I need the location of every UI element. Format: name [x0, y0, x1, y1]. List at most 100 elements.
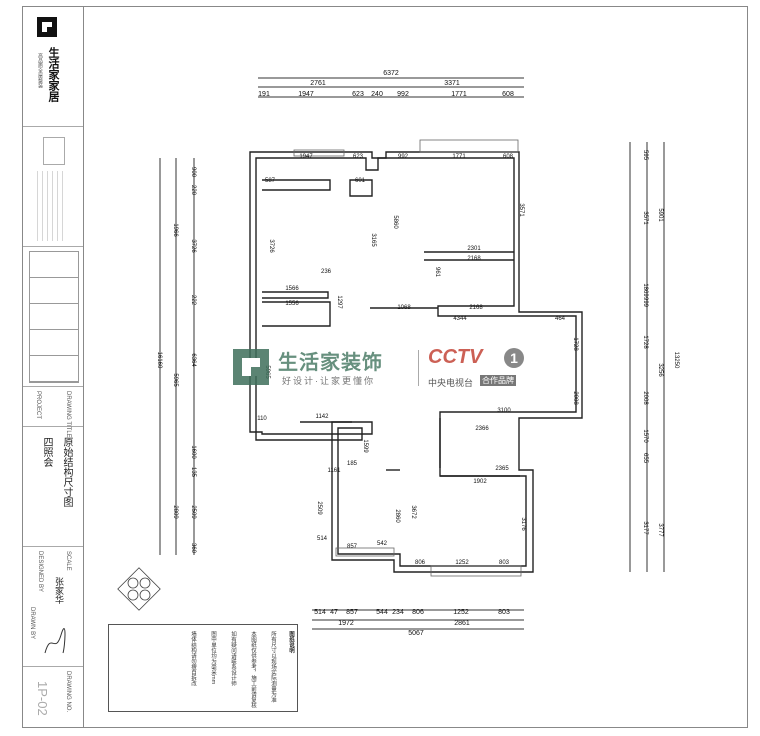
- interior-dim-label: 1599: [362, 439, 368, 453]
- dim-right-total: 13250: [673, 352, 679, 369]
- svg-text:360: 360: [190, 543, 196, 554]
- interior-dim-label: 806: [415, 560, 426, 566]
- interior-dim-label: 236: [321, 269, 332, 275]
- sheet-number: 1P-02: [35, 681, 50, 716]
- svg-text:999: 999: [642, 297, 648, 308]
- interior-dim-label: 3726: [268, 239, 274, 253]
- interior-dim-label: 2008: [572, 391, 578, 405]
- watermark: 生活家装饰 好设计·让家更懂你 CCTV 1 中央电视台 合作品牌: [232, 346, 532, 392]
- svg-text:220: 220: [190, 185, 196, 196]
- svg-text:608: 608: [502, 91, 514, 98]
- windows: [293, 139, 522, 577]
- dim-left-total: 16160: [156, 352, 162, 369]
- svg-text:1570: 1570: [642, 429, 648, 443]
- interior-dim-label: 857: [347, 544, 358, 550]
- interior-dim-label: 185: [347, 461, 358, 467]
- interior-dim-label: 992: [398, 154, 409, 160]
- svg-text:191: 191: [258, 91, 270, 98]
- svg-text:3177: 3177: [642, 521, 648, 535]
- compass-icon: [117, 567, 161, 611]
- svg-text:222: 222: [190, 295, 196, 306]
- svg-text:1728: 1728: [642, 335, 648, 349]
- interior-dim-label: 1068: [397, 305, 411, 311]
- watermark-brand: 生活家装饰: [278, 352, 383, 374]
- svg-text:2509: 2509: [190, 505, 196, 519]
- drawing-title-cell: DRAWING TITLE PROJECT: [23, 387, 84, 438]
- svg-text:3777: 3777: [657, 523, 663, 537]
- interior-dim-label: 1297: [336, 295, 342, 309]
- svg-text:240: 240: [371, 91, 383, 98]
- interior-dim-label: 1947: [299, 154, 313, 160]
- brand-cell: 生活家家居 高品质全屋整装: [23, 7, 84, 127]
- svg-text:857: 857: [346, 609, 358, 616]
- dimension-lines: [159, 77, 665, 630]
- svg-text:1966: 1966: [172, 223, 178, 237]
- watermark-tv: CCTV: [428, 346, 483, 368]
- svg-text:234: 234: [392, 609, 404, 616]
- interior-dim-label: 3165: [370, 233, 376, 247]
- interior-dim-label: 110: [257, 416, 267, 422]
- svg-text:5901: 5901: [657, 208, 663, 222]
- signature-icon: [44, 628, 66, 654]
- svg-text:2809: 2809: [172, 505, 178, 519]
- interior-dim-label: 3672: [410, 505, 416, 519]
- dim-top-seg2: 3371: [444, 80, 460, 87]
- svg-text:2008: 2008: [642, 391, 648, 405]
- svg-text:1869: 1869: [642, 283, 648, 297]
- svg-text:806: 806: [412, 609, 424, 616]
- interior-dim-label: 1161: [328, 468, 342, 474]
- title-block: 生活家家居 高品质全屋整装 DRAWING TITLE PROJECT 原始结构…: [22, 6, 84, 728]
- interior-dim-label: 5860: [392, 215, 398, 229]
- interior-dim-label: 1142: [316, 414, 330, 420]
- interior-dim-label: 3176: [520, 517, 526, 531]
- interior-dim-label: 1771: [452, 154, 466, 160]
- drawing-frame: [83, 6, 748, 728]
- svg-text:1252: 1252: [453, 609, 469, 616]
- svg-text:900: 900: [190, 167, 196, 178]
- svg-text:655: 655: [642, 453, 648, 464]
- svg-text:3571: 3571: [642, 211, 648, 225]
- plan-name-cell: 原始结构尺寸图 四照会: [23, 427, 84, 547]
- plan-name: 原始结构尺寸图: [61, 437, 72, 507]
- svg-text:47: 47: [330, 609, 338, 616]
- brand-name: 生活家家居: [47, 47, 59, 102]
- interior-dim-label: 601: [355, 178, 366, 184]
- watermark-slogan: 好设计·让家更懂你: [282, 376, 375, 386]
- interior-dim-label: 608: [503, 154, 514, 160]
- interior-dim-label: 2860: [394, 509, 400, 523]
- svg-text:1771: 1771: [451, 91, 467, 98]
- svg-text:2861: 2861: [454, 620, 470, 627]
- interior-dim-label: 542: [377, 541, 388, 547]
- interior-dim-label: 1556: [285, 301, 299, 307]
- interior-dim-label: 803: [499, 560, 510, 566]
- svg-text:992: 992: [397, 91, 409, 98]
- svg-text:623: 623: [352, 91, 364, 98]
- notes-title: 图纸说明: [288, 631, 294, 653]
- interior-dim-label: 514: [317, 536, 328, 542]
- interior-dim-label: 2168: [469, 305, 483, 311]
- watermark-logo-icon: [233, 349, 269, 385]
- svg-text:3726: 3726: [190, 239, 196, 253]
- interior-dim-label: 464: [555, 316, 566, 322]
- interior-dim-label: 1252: [455, 560, 469, 566]
- interior-dim-label: 961: [434, 267, 440, 278]
- svg-text:595: 595: [642, 150, 648, 161]
- interior-dim-label: 587: [265, 178, 276, 184]
- brand-tagline: 高品质全屋整装: [37, 53, 43, 88]
- revision-table: [23, 247, 84, 387]
- svg-text:803: 803: [498, 609, 510, 616]
- brand-logo-icon: [37, 17, 57, 37]
- interior-dim-label: 3100: [497, 408, 511, 414]
- company-info-cell: [23, 127, 84, 247]
- svg-text:514: 514: [314, 609, 326, 616]
- interior-dim-label: 623: [353, 154, 364, 160]
- sheet-number-cell: DRAWING NO. 1P-02: [35, 671, 71, 716]
- interior-dim-label: 1728: [572, 337, 578, 351]
- watermark-tv-caption: 中央电视台: [428, 378, 474, 388]
- designer-name: 张家华: [54, 577, 64, 604]
- svg-text:544: 544: [376, 609, 388, 616]
- svg-text:6364: 6364: [190, 353, 196, 367]
- interior-dim-label: 1902: [473, 479, 487, 485]
